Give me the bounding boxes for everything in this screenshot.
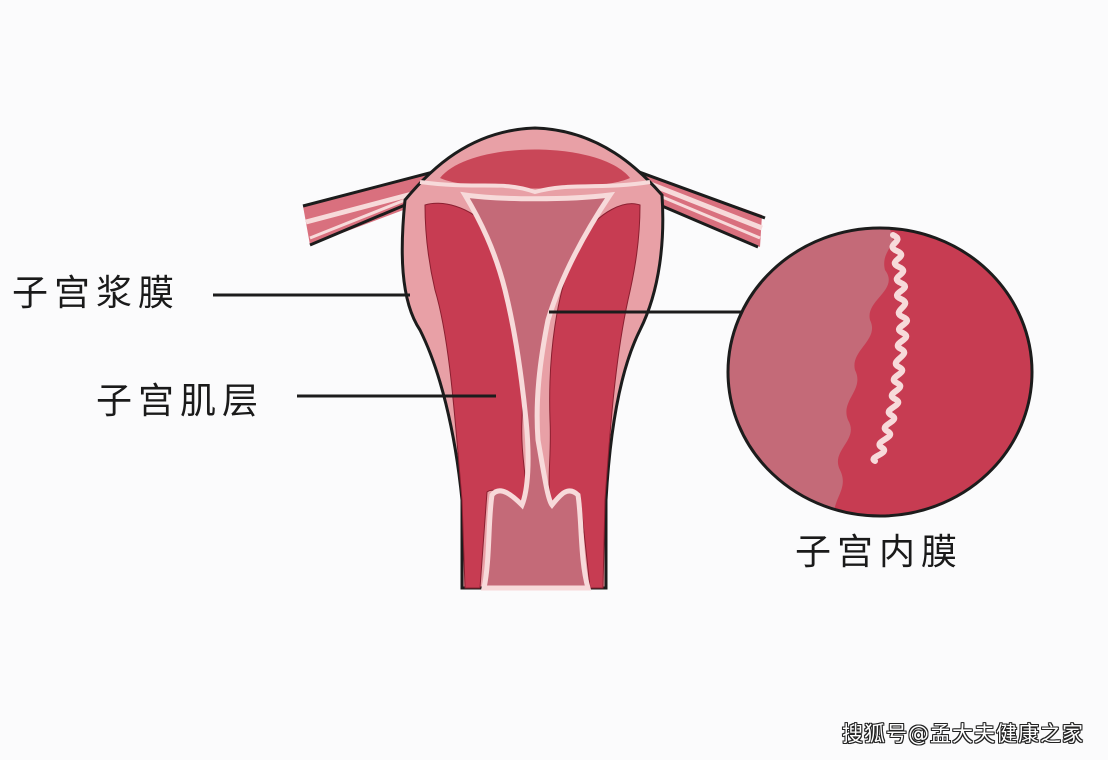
endometrium-label: 子宫内膜 — [795, 532, 964, 573]
uterine-cavity — [460, 191, 616, 591]
serosa-label: 子宫浆膜 — [12, 273, 181, 314]
myometrium-label: 子宫肌层 — [96, 381, 265, 422]
endometrium-magnified-circle — [726, 226, 1034, 518]
fallopian-tube-right — [619, 163, 766, 249]
watermark: 搜狐号@孟大夫健康之家 — [842, 722, 1084, 746]
